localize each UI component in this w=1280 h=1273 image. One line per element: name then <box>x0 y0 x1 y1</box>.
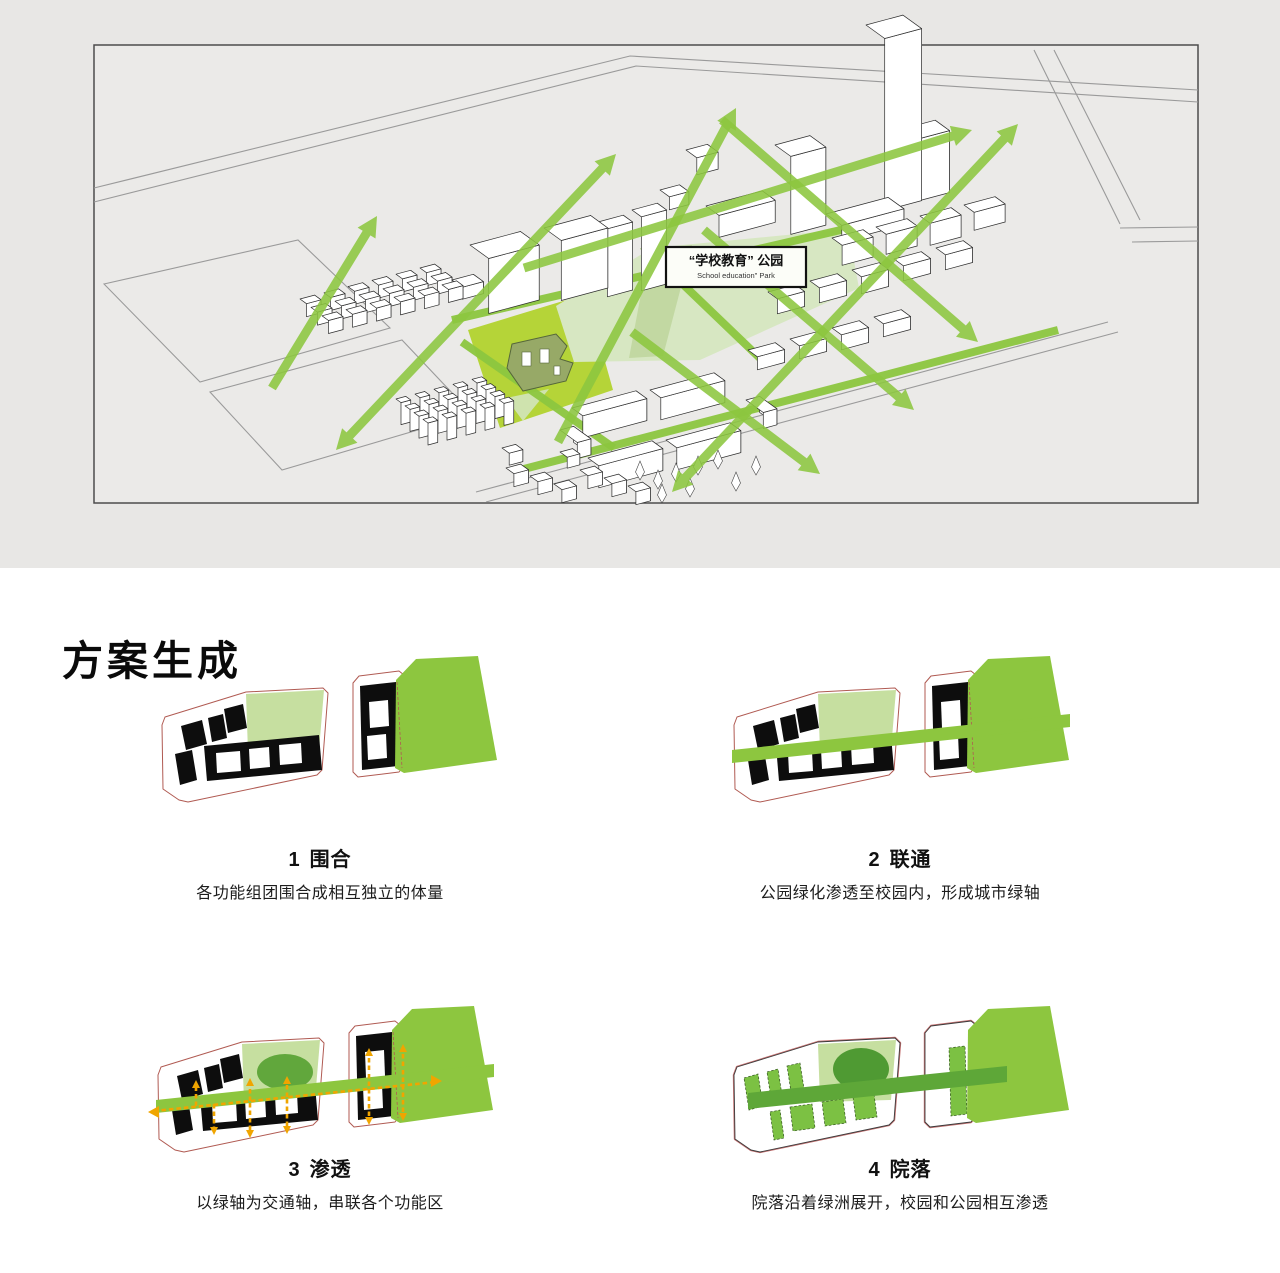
step-figure-connection <box>732 655 1070 803</box>
masterplan-canvas: “学校教育” 公园 School education" Park <box>93 14 1199 506</box>
park-label-subtitle: School education" Park <box>697 271 775 280</box>
step-description: 公园绿化渗透至校园内，形成城市绿轴 <box>759 885 1041 902</box>
step-description: 各功能组团围合成相互独立的体量 <box>196 885 444 902</box>
masterplan-section: “学校教育” 公园 School education" Park <box>0 0 1280 568</box>
step-description: 以绿轴为交通轴，串联各个功能区 <box>196 1195 444 1212</box>
green-axis-arrows <box>268 108 1018 492</box>
section-title: 方案生成 <box>62 638 242 685</box>
step-figure-penetration <box>148 1005 494 1153</box>
step-figure-enclosure <box>161 655 498 803</box>
park-label-title: “学校教育” 公园 <box>689 253 784 268</box>
step-description: 院落沿着绿洲展开，校园和公园相互渗透 <box>751 1195 1049 1212</box>
school-building <box>506 333 574 392</box>
step-figure-courtyard <box>732 1006 1069 1154</box>
scheme-section <box>0 568 1280 1273</box>
park-label: “学校教育” 公园 School education" Park <box>664 245 808 289</box>
circulation-arrows <box>148 1044 442 1138</box>
